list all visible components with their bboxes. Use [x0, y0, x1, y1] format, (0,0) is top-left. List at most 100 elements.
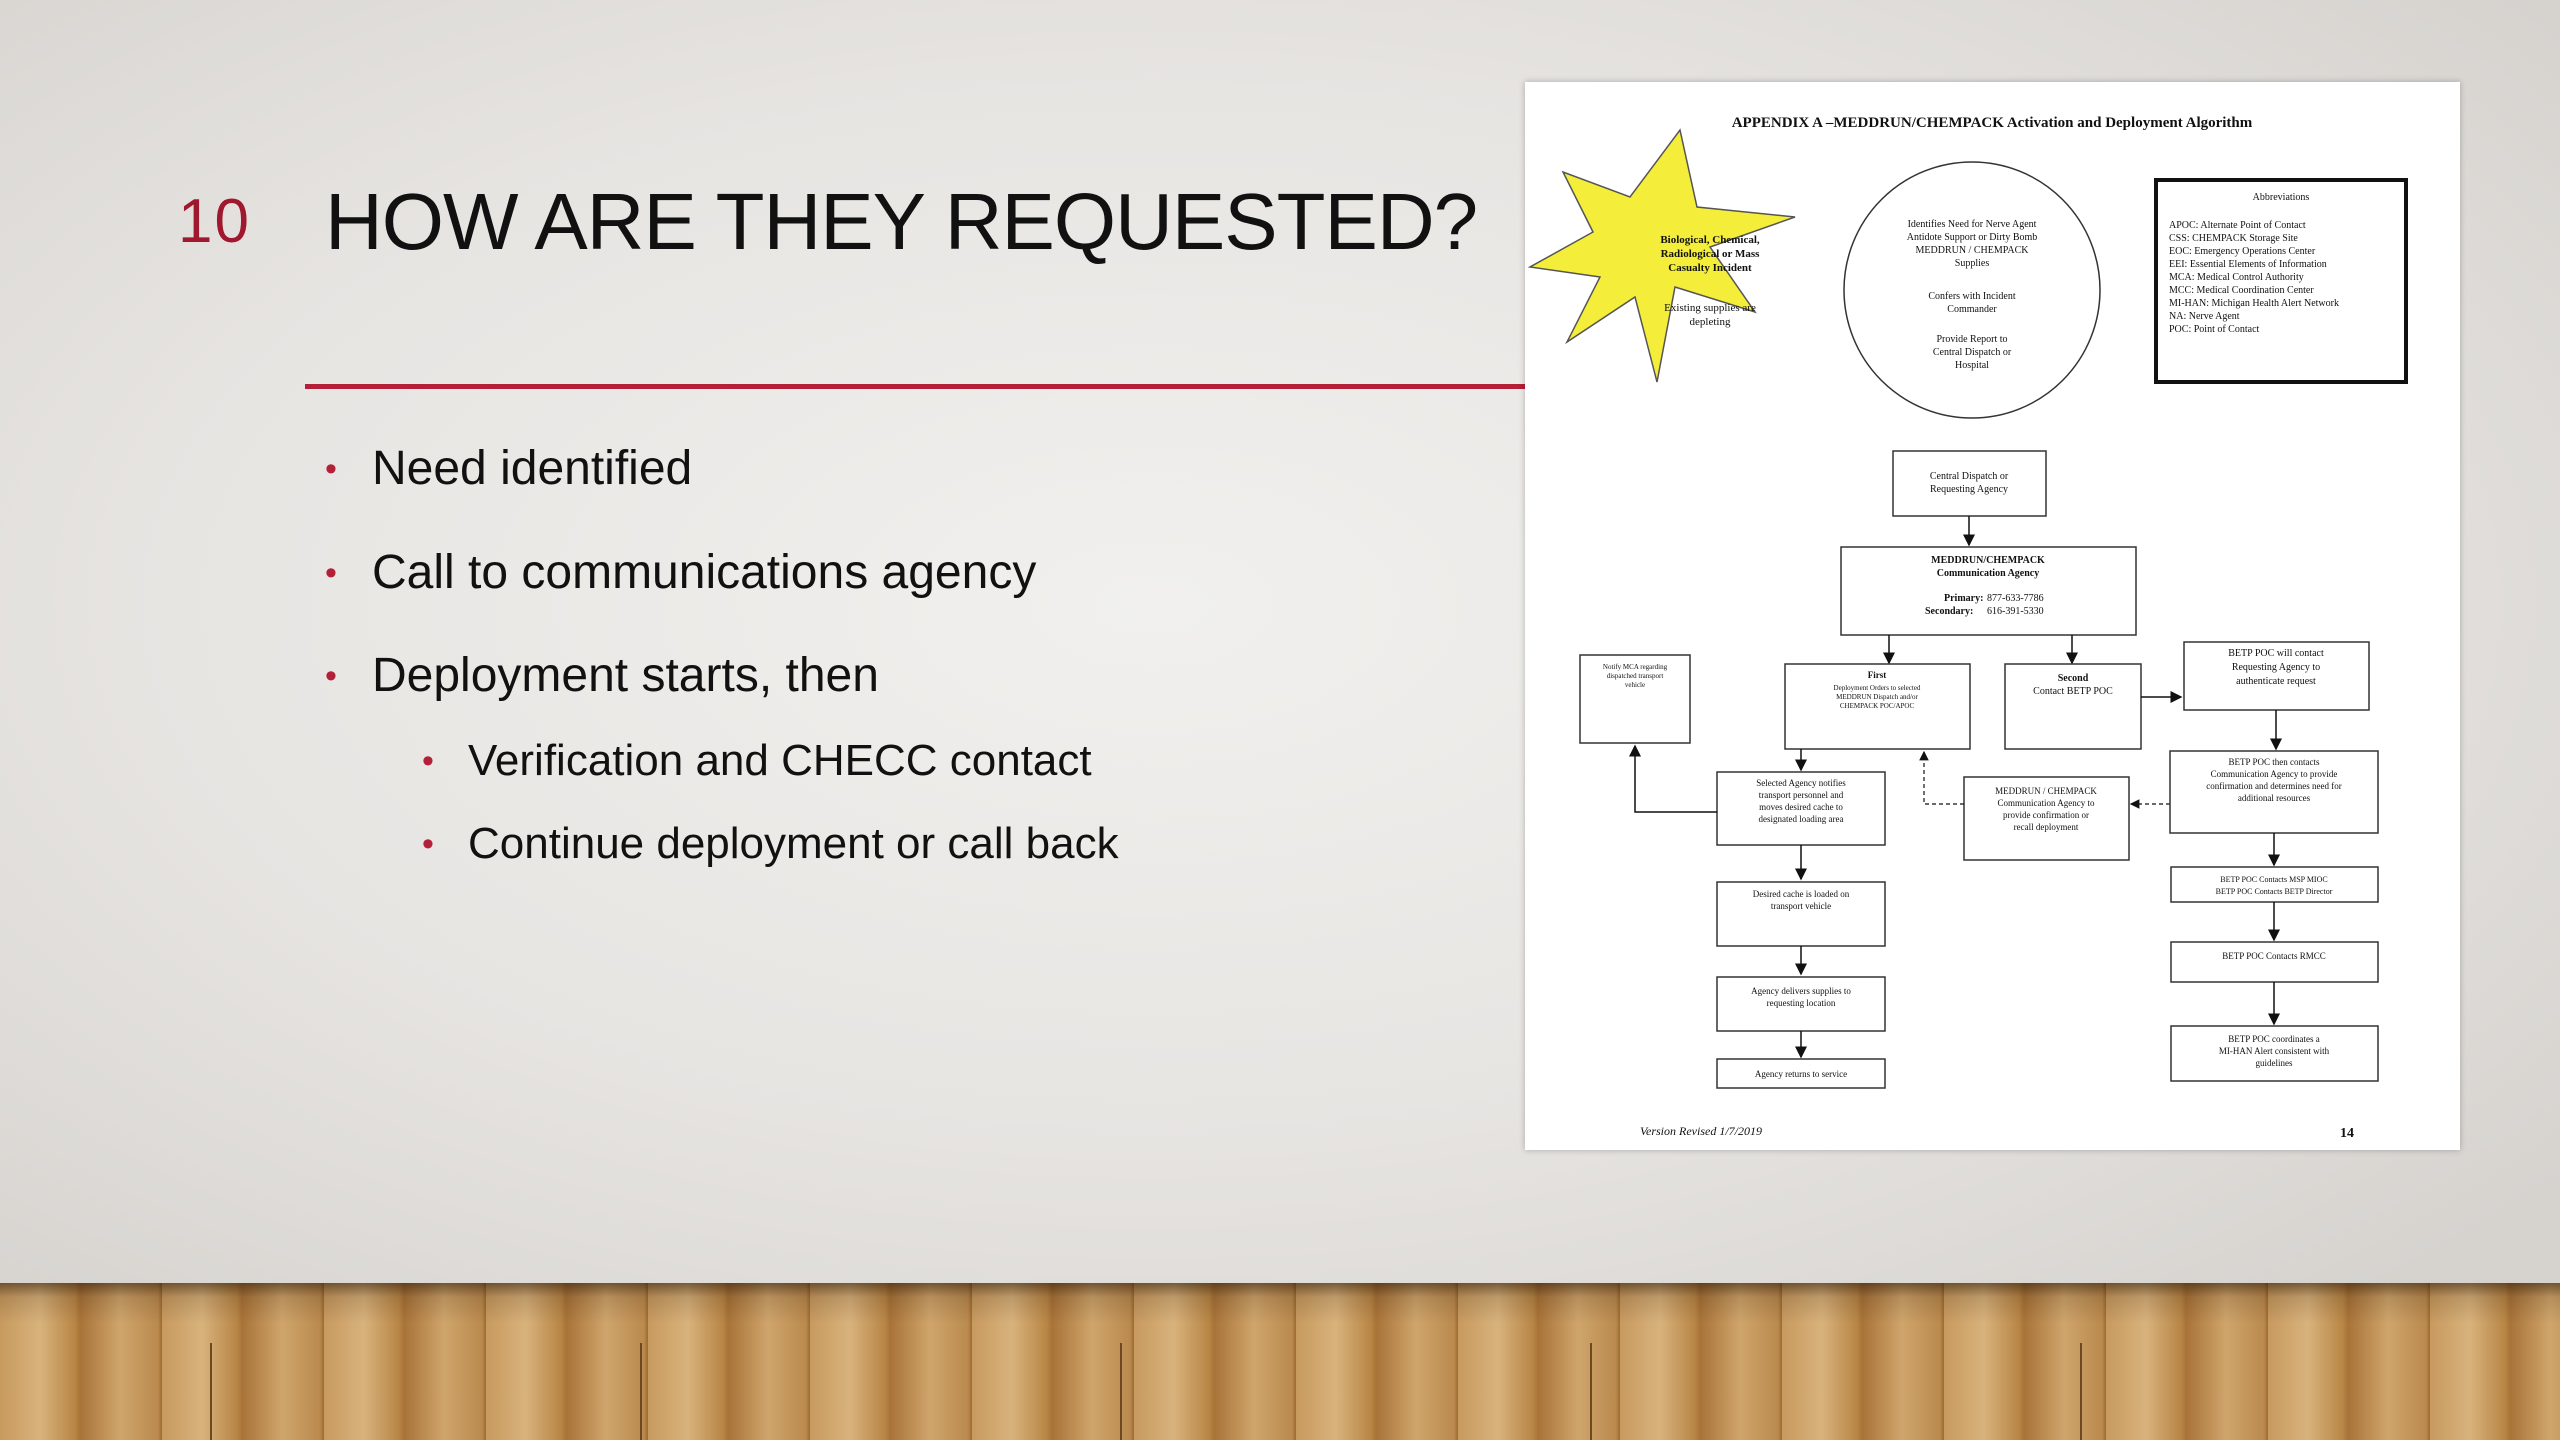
agency-delivers-box: [1716, 976, 1886, 1032]
document-version: Version Revised 1/7/2019: [1640, 1124, 1762, 1138]
slide-number: 10: [178, 187, 251, 256]
floor-joint: [2080, 1343, 2082, 1440]
abbreviation-item: CSS: CHEMPACK Storage Site: [2169, 233, 2298, 244]
box-text: BETP POC Contacts RMCC: [2222, 951, 2325, 961]
box-text: MEDDRUN / CHEMPACK: [1995, 786, 2097, 796]
box-text: Central Dispatch or: [1930, 471, 2009, 482]
box-text: MEDDRUN Dispatch and/or: [1836, 693, 1918, 701]
circle-text: Supplies: [1955, 258, 1990, 269]
communication-agency-box: [1840, 546, 2137, 636]
floor-joint: [640, 1343, 642, 1440]
abbreviation-item: EEI: Essential Elements of Information: [2169, 259, 2327, 270]
box-text: MEDDRUN/CHEMPACK: [1931, 555, 2045, 566]
box-text: MI-HAN Alert consistent with: [2219, 1046, 2330, 1056]
box-text: guidelines: [2256, 1058, 2293, 1068]
box-text: CHEMPACK POC/APOC: [1840, 702, 1915, 710]
box-text: Communication Agency: [1937, 568, 2040, 579]
box-text: Deployment Orders to selected: [1834, 684, 1921, 692]
notify-mca-box: [1579, 654, 1691, 744]
circle-text: MEDDRUN / CHEMPACK: [1916, 245, 2030, 256]
betp-authenticate-box: [2183, 641, 2370, 711]
box-text: BETP POC coordinates a: [2228, 1034, 2319, 1044]
document-image: APPENDIX A –MEDDRUN/CHEMPACK Activation …: [1525, 82, 2460, 1150]
incident-starburst-shape: [1527, 128, 1796, 383]
box-text: 877-633-7786: [1987, 593, 2044, 604]
box-text: Requesting Agency to: [2232, 662, 2320, 673]
abbreviation-item: POC: Point of Contact: [2169, 324, 2260, 335]
circle-text: Antidote Support or Dirty Bomb: [1907, 232, 2038, 243]
floor-joint: [1120, 1343, 1122, 1440]
wooden-floor: [0, 1283, 2560, 1440]
box-text: Agency delivers supplies to: [1751, 986, 1851, 996]
box-text: moves desired cache to: [1759, 802, 1843, 812]
cache-loaded-box: [1716, 881, 1886, 947]
flowchart-diagram: APPENDIX A –MEDDRUN/CHEMPACK Activation …: [1527, 115, 2408, 1141]
circle-text: Commander: [1947, 304, 1997, 315]
starburst-text: Biological, Chemical,: [1660, 234, 1760, 246]
bullet-item: Deployment starts, then: [325, 647, 879, 705]
bullet-item: Call to communications agency: [325, 544, 1036, 602]
first-deployment-box: [1784, 663, 1971, 750]
abbreviation-item: MI-HAN: Michigan Health Alert Network: [2169, 298, 2339, 309]
box-text: authenticate request: [2236, 676, 2316, 687]
box-text: transport personnel and: [1759, 790, 1844, 800]
abbreviation-item: EOC: Emergency Operations Center: [2169, 246, 2316, 257]
box-text: Communication Agency to: [1998, 798, 2095, 808]
box-text: Agency returns to service: [1755, 1069, 1847, 1079]
circle-text: Hospital: [1955, 360, 1989, 371]
sub-bullet-item: Verification and CHECC contact: [325, 732, 1092, 790]
abbreviations-title: Abbreviations: [2253, 192, 2310, 203]
box-text: requesting location: [1767, 998, 1836, 1008]
box-text: BETP POC Contacts BETP Director: [2216, 887, 2333, 896]
second-contact-box: [2004, 663, 2142, 750]
recall-deployment-box: [1963, 776, 2130, 861]
floor-joint: [1590, 1343, 1592, 1440]
bullet-item: Need identified: [325, 440, 692, 498]
central-dispatch-box: [1892, 450, 2047, 517]
box-text: additional resources: [2238, 793, 2311, 803]
box-text: BETP POC Contacts MSP MIOC: [2220, 875, 2327, 884]
identifies-need-circle: [1843, 161, 2101, 419]
box-text: 616-391-5330: [1987, 606, 2044, 617]
box-text: Requesting Agency: [1930, 484, 2008, 495]
sub-bullet-item: Continue deployment or call back: [325, 815, 1119, 873]
starburst-text: depleting: [1690, 316, 1731, 328]
abbreviation-item: APOC: Alternate Point of Contact: [2169, 220, 2306, 231]
title-underline: [305, 384, 1525, 389]
box-text: vehicle: [1625, 681, 1645, 689]
starburst-text: Casualty Incident: [1668, 262, 1752, 274]
box-text: Contact BETP POC: [2033, 686, 2113, 697]
box-text: Primary:: [1944, 593, 1983, 604]
betp-msp-box: [2170, 866, 2379, 903]
box-text: dispatched transport: [1607, 672, 1664, 680]
document-page-number: 14: [2340, 1126, 2354, 1141]
box-text: BETP POC will contact: [2228, 648, 2324, 659]
abbreviations-box: [2154, 178, 2408, 384]
selected-agency-box: [1716, 771, 1886, 846]
circle-text: Confers with Incident: [1928, 291, 2015, 302]
abbreviation-item: MCA: Medical Control Authority: [2169, 272, 2304, 283]
box-text: recall deployment: [2014, 822, 2079, 832]
box-text: Selected Agency notifies: [1756, 778, 1846, 788]
betp-rmcc-box: [2170, 941, 2379, 983]
box-text: Notify MCA regarding: [1603, 663, 1668, 671]
abbreviation-item: NA: Nerve Agent: [2169, 311, 2240, 322]
box-text: First: [1868, 670, 1887, 680]
box-text: Second: [2058, 673, 2089, 684]
box-text: designated loading area: [1759, 814, 1844, 824]
slide-title: HOW ARE THEY REQUESTED?: [325, 177, 1478, 266]
box-text: BETP POC then contacts: [2229, 757, 2320, 767]
circle-text: Identifies Need for Nerve Agent: [1908, 219, 2037, 230]
box-text: Communication Agency to provide: [2211, 769, 2338, 779]
starburst-text: Radiological or Mass: [1661, 248, 1761, 260]
box-text: provide confirmation or: [2003, 810, 2089, 820]
box-text: transport vehicle: [1771, 901, 1831, 911]
abbreviation-item: MCC: Medical Coordination Center: [2169, 285, 2314, 296]
floor-joint: [210, 1343, 212, 1440]
circle-text: Central Dispatch or: [1933, 347, 2012, 358]
document-heading: APPENDIX A –MEDDRUN/CHEMPACK Activation …: [1732, 115, 2253, 131]
box-text: Desired cache is loaded on: [1753, 889, 1850, 899]
starburst-text: Existing supplies are: [1664, 302, 1756, 314]
agency-returns-box: [1716, 1058, 1886, 1089]
box-text: confirmation and determines need for: [2206, 781, 2341, 791]
